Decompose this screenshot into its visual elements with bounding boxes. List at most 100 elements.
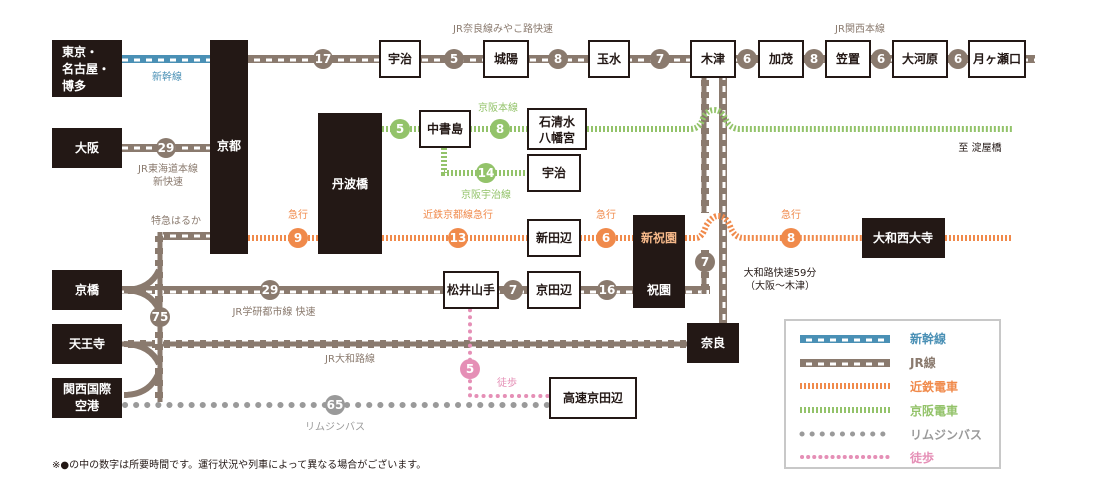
time-matsuiyamate-kyotanabe: 7 <box>503 280 523 300</box>
station-osaka-label: 大阪 <box>75 140 100 155</box>
jr-nara-line-label: JR奈良線みやこ路快速 <box>452 22 553 35</box>
time-label: 6 <box>877 52 885 66</box>
station-tsukigase-label: 月ヶ瀬口 <box>972 51 1021 66</box>
station-yamato-saidaiji[interactable] <box>862 218 945 258</box>
station-kansai[interactable] <box>52 378 122 418</box>
time-label: 7 <box>509 283 517 297</box>
time-label: 13 <box>450 231 467 245</box>
kyuko-label-1: 急行 <box>288 208 308 221</box>
keihan-lines <box>382 106 1012 176</box>
station-tambabashi[interactable] <box>318 113 382 254</box>
legend-label-shinkansen: 新幹線 <box>910 331 946 346</box>
station-tsukigase[interactable] <box>968 40 1026 78</box>
station-tamamizu-label: 玉水 <box>597 51 622 66</box>
station-uji-jr[interactable] <box>379 40 421 78</box>
time-shinhosono-saidaiji: 8 <box>781 228 801 248</box>
station-shinhosono-label: 新祝園 <box>641 230 677 245</box>
keihan-uji-label: 京阪宇治線 <box>461 188 511 201</box>
footnote: ※●の中の数字は所要時間です。運行状況や列車によって異なる場合がございます。 <box>52 458 426 471</box>
time-kyobashi-kansai: 75 <box>150 307 170 327</box>
legend-label-jr: JR線 <box>909 355 936 370</box>
station-kansai-label-1: 関西国際 <box>63 381 112 396</box>
time-circles: 29 17 5 8 7 6 8 6 6 5 8 14 9 13 6 8 29 7… <box>150 49 968 415</box>
walk-label: 徒歩 <box>497 376 517 389</box>
time-kamo-kasagi: 8 <box>804 49 824 69</box>
shinkansen-line <box>122 55 212 63</box>
time-tambabashi-shintanabe: 13 <box>448 228 468 248</box>
station-kasagi-label: 笠置 <box>835 51 860 66</box>
station-shintanabe[interactable] <box>527 219 581 257</box>
station-okawara-label: 大河原 <box>902 51 938 66</box>
legend-label-bus: リムジンバス <box>910 428 982 442</box>
station-tokyo[interactable] <box>52 40 122 97</box>
station-nara[interactable] <box>687 323 739 363</box>
time-label: 75 <box>152 310 169 324</box>
station-okawara[interactable] <box>892 40 948 78</box>
to-yodoyabashi-label: 至 淀屋橋 <box>958 141 1001 154</box>
legend: 新幹線 JR線 近鉄電車 京阪電車 リムジンバス 徒歩 <box>784 319 1001 469</box>
station-shinhosono[interactable] <box>633 215 685 308</box>
station-tamamizu[interactable] <box>588 40 630 78</box>
station-iwashimizu-label-1: 石清水 <box>538 114 576 129</box>
time-label: 17 <box>315 52 332 66</box>
station-joyo-label: 城陽 <box>494 51 518 66</box>
station-tokyo-label-2: 名古屋・ <box>62 61 110 76</box>
keihan-main-label: 京阪本線 <box>478 101 518 114</box>
haruka-label: 特急はるか <box>151 214 201 227</box>
time-label: 8 <box>810 52 818 66</box>
station-tokyo-label-3: 博多 <box>62 78 86 93</box>
time-kyobashi-matsuiyamate: 29 <box>260 280 280 300</box>
jr-tokaido-label-1: JR東海道本線 <box>137 162 198 175</box>
time-label: 16 <box>599 283 616 297</box>
station-kyobashi[interactable] <box>52 270 122 310</box>
station-kizu[interactable] <box>690 40 736 78</box>
time-kyoto-uji: 17 <box>313 49 333 69</box>
station-kamo-label: 加茂 <box>768 51 793 66</box>
station-kyoto[interactable] <box>210 40 248 254</box>
station-matsuiyamate-label: 松井山手 <box>447 282 495 297</box>
station-osaka[interactable] <box>52 128 122 168</box>
station-uji-jr-label: 宇治 <box>388 51 412 66</box>
time-joyo-tamamizu: 8 <box>548 49 568 69</box>
time-label: 29 <box>158 141 175 155</box>
station-kyotanabe[interactable] <box>527 271 581 309</box>
time-label: 5 <box>396 122 404 136</box>
station-uji-keihan[interactable] <box>527 154 581 192</box>
time-chushojima-iwashimizu: 8 <box>490 119 510 139</box>
time-label: 29 <box>262 283 279 297</box>
station-iwashimizu-label-2: 八幡宮 <box>538 130 575 145</box>
station-hosono-label: 祝園 <box>647 282 671 297</box>
time-label: 6 <box>602 231 610 245</box>
time-kizu-kamo: 6 <box>737 49 757 69</box>
time-label: 6 <box>954 52 962 66</box>
kyuko-label-2: 急行 <box>596 208 616 221</box>
station-iwashimizu[interactable] <box>527 108 587 150</box>
legend-swatch-shinkansen <box>800 335 890 343</box>
jr-kansai-line-label: JR関西本線 <box>834 22 885 35</box>
station-kamo[interactable] <box>758 40 804 78</box>
station-kyotanabe-label: 京田辺 <box>536 282 572 297</box>
time-tamamizu-kizu: 7 <box>650 49 670 69</box>
station-tennoji[interactable] <box>52 324 122 364</box>
time-label: 8 <box>554 52 562 66</box>
station-chushojima[interactable] <box>419 110 471 148</box>
jr-gakkentoshi-label: JR学研都市線 快速 <box>231 305 315 318</box>
yamatoji-rapid-label-2: （大阪～木津） <box>745 279 815 292</box>
station-kosoku-kyotanabe[interactable] <box>549 377 637 419</box>
station-saidaiji-label: 大和西大寺 <box>873 230 933 245</box>
station-tennoji-label: 天王寺 <box>69 336 105 351</box>
station-kizu-label: 木津 <box>700 51 725 66</box>
time-label: 7 <box>656 52 664 66</box>
station-joyo[interactable] <box>483 40 529 78</box>
time-hosono-kizu: 7 <box>695 252 715 272</box>
station-matsuiyamate[interactable] <box>443 271 499 309</box>
yamatoji-rapid-label-1: 大和路快速59分 <box>744 266 817 279</box>
station-kasagi[interactable] <box>825 40 871 78</box>
time-tambabashi-chushojima: 5 <box>390 119 410 139</box>
time-label: 14 <box>478 166 495 180</box>
time-shintanabe-shinhosono: 6 <box>596 228 616 248</box>
legend-label-kintetsu: 近鉄電車 <box>910 379 958 394</box>
kyuko-label-3: 急行 <box>781 208 801 221</box>
kintetsu-kyoto-label: 近鉄京都線急行 <box>423 208 493 221</box>
time-label: 5 <box>450 52 458 66</box>
